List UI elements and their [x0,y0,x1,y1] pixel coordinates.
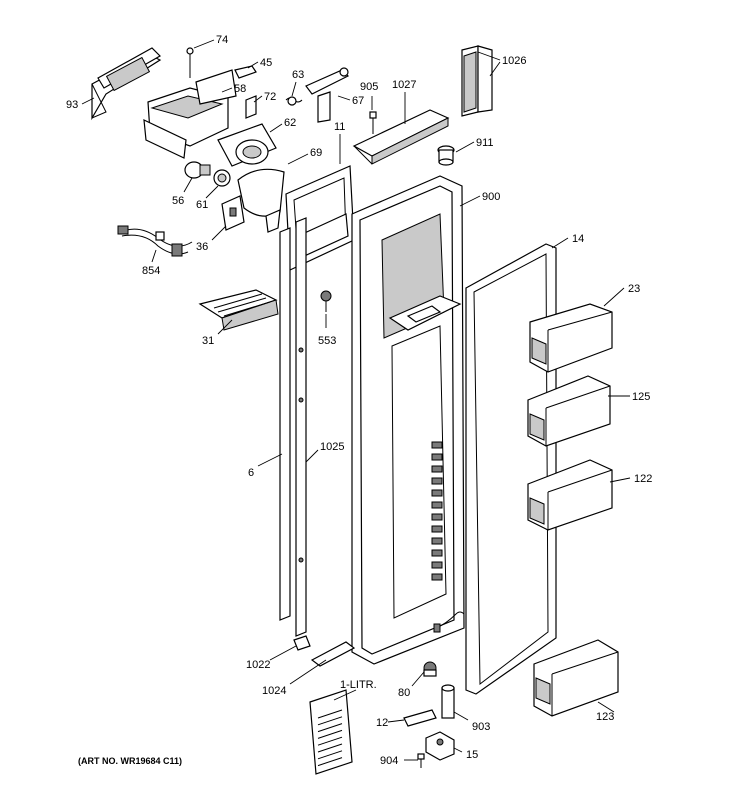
callout-123: 123 [596,711,614,723]
dispenser-housing-part [143,69,237,159]
knob-553-part [320,290,332,312]
door-stud [431,489,443,497]
switch-36-part [221,195,245,231]
callout-911: 911 [476,137,494,149]
literature-text-line [317,743,343,753]
callout-125: 125 [632,391,650,403]
bracket-72-part [245,95,257,119]
callout-1025: 1025 [320,441,344,453]
callout-72: 72 [264,91,276,103]
literature-text-line [317,729,343,739]
literature-text-line [317,750,343,760]
gasket-14-part [465,243,557,695]
hinge-1026-part [461,45,493,117]
callout-67: 67 [352,95,364,107]
callout-1-litr: 1-LITR. [340,679,377,691]
clip-45-part [234,65,257,79]
control-panel-part [91,47,162,121]
spring-63-part [285,96,303,106]
bin-125-part [527,375,611,447]
literature-lines [317,709,343,767]
door-studs [431,441,443,581]
literature-text-line [317,716,343,726]
callout-6: 6 [248,467,254,479]
door-stud [431,549,443,557]
door-stud [431,465,443,473]
clip-1022-part [293,635,311,651]
callout-903: 903 [472,721,490,733]
strip-1024-part [310,641,356,667]
callout-93: 93 [66,99,78,111]
screw-904-part [417,753,425,768]
callout-905: 905 [360,81,378,93]
callout-854: 854 [142,265,160,277]
bushing-911-part [437,145,455,166]
door-stud [431,453,443,461]
door-stud [431,441,443,449]
door-stud [431,501,443,509]
bin-122-part [527,459,613,531]
callout-74: 74 [216,34,228,46]
door-wire [433,611,465,633]
callout-63: 63 [292,69,304,81]
callout-36: 36 [196,241,208,253]
socket-61-part [213,169,231,187]
door-900-part [351,175,465,665]
literature-text-line [317,709,343,719]
callout-553: 553 [318,335,336,347]
callout-1026: 1026 [502,55,526,67]
funnel-69-part [237,168,285,233]
literature-text-line [317,736,343,746]
callout-14: 14 [572,233,584,245]
hinge-cover-15-part [425,731,455,761]
trim-strip-1025-part [295,217,307,637]
callout-23: 23 [628,283,640,295]
tube-903-part [441,684,455,719]
callout-15: 15 [466,749,478,761]
callout-31: 31 [202,335,214,347]
lamp-56-part [184,161,211,179]
bin-23-part [529,303,613,373]
door-stud [431,477,443,485]
drip-tray-31-part [198,289,279,331]
callout-904: 904 [380,755,398,767]
leader-lines [81,39,631,761]
trim-strip-6-part [279,227,291,621]
literature-part [309,689,353,775]
callout-61: 61 [196,199,208,211]
callout-1027: 1027 [392,79,416,91]
screw-905-part [369,111,377,134]
auger-ring-62-part [217,123,277,167]
fitting-80-part [423,661,437,677]
arm-67-part [305,67,350,123]
door-stud [431,573,443,581]
screw-74-part [186,47,194,78]
door-stud [431,537,443,545]
callout-1024: 1024 [262,685,286,697]
bin-123-part [533,639,619,717]
callout-56: 56 [172,195,184,207]
callout-1022: 1022 [246,659,270,671]
bracket-12-part [403,709,437,727]
door-stud [431,525,443,533]
callout-labels: 74 45 93 58 72 63 67 905 1027 1026 62 91… [66,34,652,767]
literature-text-line [317,723,343,733]
callout-12: 12 [376,717,388,729]
callout-45: 45 [260,57,272,69]
art-number: (ART NO. WR19684 C11) [78,756,182,766]
literature-text-line [317,757,343,767]
door-stud [431,561,443,569]
callout-80: 80 [398,687,410,699]
callout-62: 62 [284,117,296,129]
callout-58: 58 [234,83,246,95]
door-stud [431,513,443,521]
callout-122: 122 [634,473,652,485]
trim-1027-part [352,109,450,165]
callout-900: 900 [482,191,500,203]
callout-69: 69 [310,147,322,159]
wire-harness-854-part [117,225,193,257]
callout-11: 11 [334,121,345,133]
